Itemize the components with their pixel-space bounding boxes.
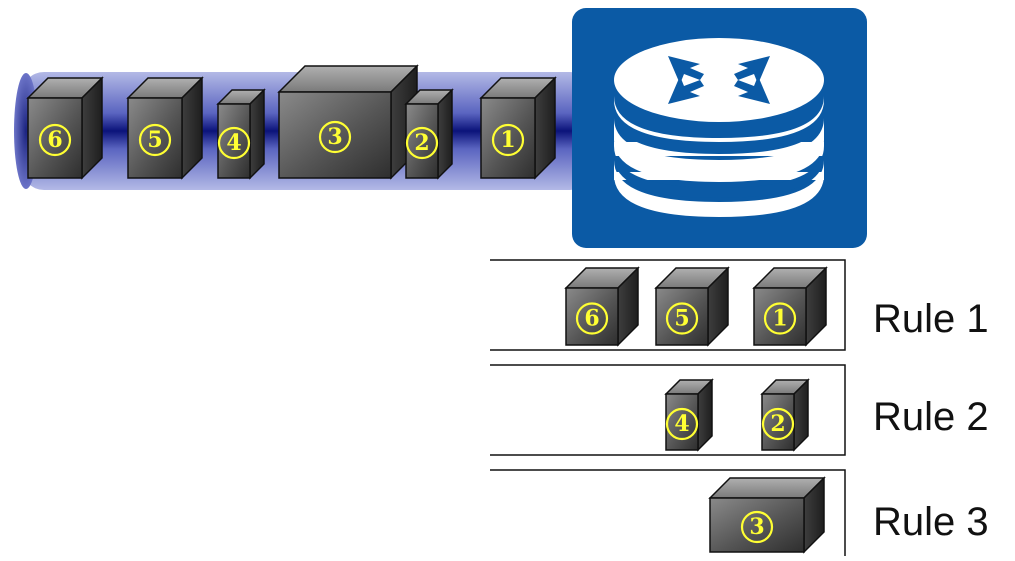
- packet-number: 4: [226, 130, 241, 156]
- packet-number: 1: [500, 127, 515, 153]
- rule-lane-3: Rule 3: [490, 469, 989, 556]
- pipe-packet-5: 5: [126, 76, 204, 180]
- rule-lane-2: Rule 2: [490, 364, 989, 456]
- pipe-packet-2: 2: [404, 88, 454, 180]
- packet-number: 2: [770, 411, 785, 437]
- pipe-packet-6: 6: [26, 76, 104, 180]
- rule-3-label: Rule 3: [873, 500, 989, 544]
- packet-number: 3: [327, 124, 342, 150]
- rule-1-packet-5: 5: [654, 266, 730, 347]
- rule-1-packet-6: 6: [564, 266, 640, 347]
- router-icon: [572, 8, 867, 248]
- pipe-packet-queue: 6 5 4 3 2 1: [26, 64, 557, 180]
- packet-number: 6: [47, 127, 62, 153]
- packet-number: 3: [749, 514, 764, 540]
- rule-lane-1: Rule 1: [490, 259, 989, 351]
- arrows-icon: [668, 56, 770, 104]
- packet-number: 4: [674, 411, 689, 437]
- rule-2-packet-4: 4: [664, 378, 714, 452]
- packet-number: 5: [147, 127, 162, 153]
- rule-lanes: Rule 1 Rule 2 Rule 3: [490, 259, 989, 556]
- rule-packets: 6 5 1 4 2 3: [564, 266, 828, 554]
- pipe-packet-1: 1: [479, 76, 557, 180]
- pipe-packet-3: 3: [277, 64, 419, 180]
- packet-number: 2: [414, 130, 429, 156]
- packet-number: 1: [772, 306, 787, 332]
- rule-3-packet-3: 3: [708, 476, 826, 554]
- rule-1-packet-1: 1: [752, 266, 828, 347]
- packet-number: 6: [584, 306, 599, 332]
- packet-number: 5: [674, 306, 689, 332]
- rule-2-label: Rule 2: [873, 395, 989, 439]
- rule-1-label: Rule 1: [873, 297, 989, 341]
- pipe-packet-4: 4: [216, 88, 266, 180]
- rule-2-packet-2: 2: [760, 378, 810, 452]
